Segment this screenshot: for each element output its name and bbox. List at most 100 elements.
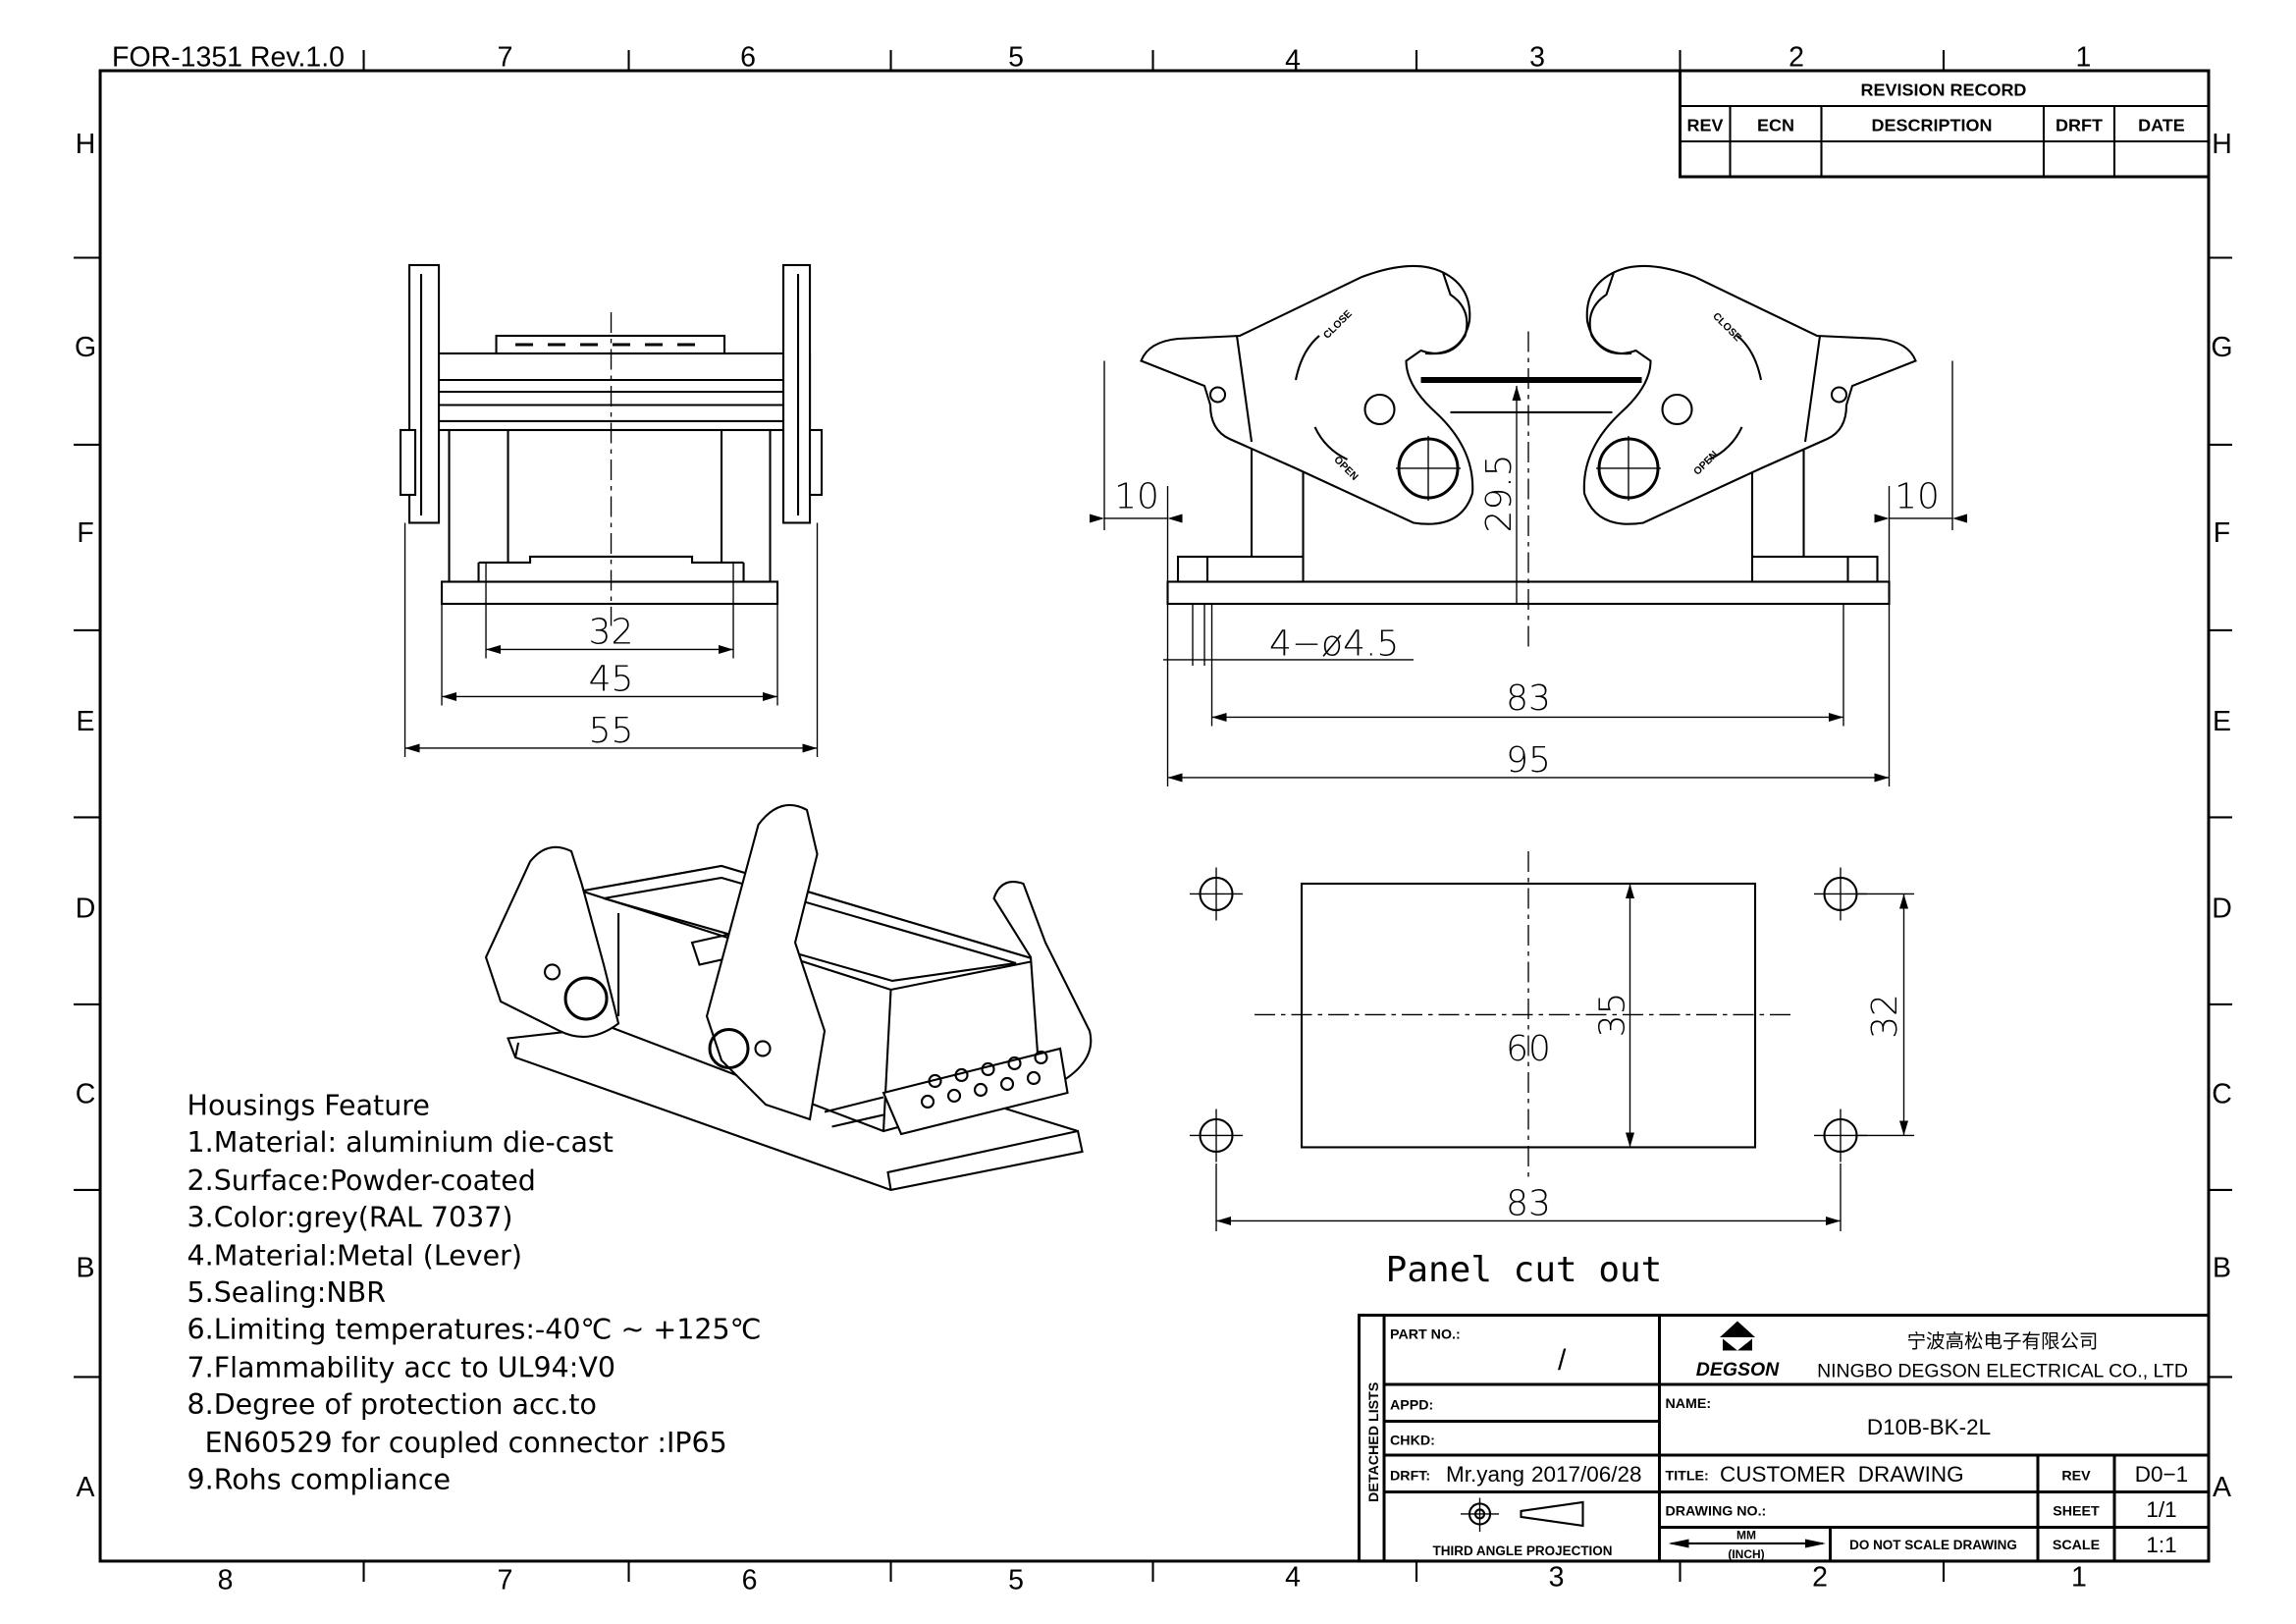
svg-text:DEGSON: DEGSON — [1696, 1359, 1780, 1380]
features-title: Housings Feature — [187, 1089, 430, 1121]
dim-32: 32 — [589, 612, 634, 652]
svg-text:PART NO.:: PART NO.: — [1390, 1326, 1461, 1342]
svg-text:E: E — [77, 706, 95, 737]
svg-text:5: 5 — [1008, 41, 1024, 73]
third-angle-projection-symbol — [1461, 1497, 1584, 1532]
feature-item: 2.Surface:Powder-coated — [187, 1164, 536, 1197]
svg-text:4: 4 — [1285, 1561, 1301, 1593]
zone-ticks — [74, 49, 2232, 1582]
col-description: DESCRIPTION — [1872, 115, 1993, 135]
feature-item: 8.Degree of protection acc.to — [187, 1388, 597, 1421]
housing-features: Housings Feature 1.Material: aluminium d… — [187, 1089, 762, 1495]
svg-text:G: G — [2211, 332, 2232, 363]
drafter: Mr.yang — [1446, 1462, 1524, 1487]
bottom-column-labels: 8 7 6 5 4 3 2 1 — [218, 1561, 2087, 1596]
part-no-value: / — [1558, 1344, 1567, 1377]
svg-text:3: 3 — [1529, 41, 1545, 73]
svg-text:D: D — [76, 893, 96, 924]
svg-text:SCALE: SCALE — [2053, 1538, 2100, 1553]
dim-right-10: 10 — [1895, 476, 1940, 516]
col-ecn: ECN — [1757, 115, 1794, 135]
svg-text:DO NOT SCALE DRAWING: DO NOT SCALE DRAWING — [1849, 1538, 2017, 1552]
dim-55: 55 — [589, 711, 634, 751]
sheet-value: 1/1 — [2146, 1497, 2176, 1522]
feature-item: 3.Color:grey(RAL 7037) — [187, 1201, 513, 1233]
svg-text:C: C — [76, 1078, 96, 1110]
svg-text:5: 5 — [1008, 1564, 1024, 1596]
svg-text:SHEET: SHEET — [2053, 1503, 2100, 1519]
svg-text:1: 1 — [2076, 41, 2092, 73]
dim-45: 45 — [589, 659, 634, 699]
svg-text:C: C — [2212, 1078, 2232, 1110]
isometric-view — [484, 804, 1093, 1192]
dim-83: 83 — [1506, 678, 1551, 719]
rev-value: D0−1 — [2135, 1462, 2188, 1487]
svg-text:7: 7 — [498, 1564, 513, 1596]
row-labels-left: H G F E D C B A — [75, 129, 96, 1503]
row-labels-right: H G F E D C B A — [2211, 129, 2232, 1503]
svg-text:DRFT:: DRFT: — [1390, 1468, 1430, 1484]
svg-text:4: 4 — [1285, 44, 1301, 76]
dim-holes: 4−ø4.5 — [1269, 623, 1399, 664]
feature-item: 1.Material: aluminium die-cast — [187, 1126, 614, 1159]
panel-cutout-label: Panel cut out — [1386, 1250, 1663, 1290]
svg-text:A: A — [77, 1472, 95, 1503]
feature-item: 7.Flammability acc to UL94:V0 — [187, 1351, 615, 1383]
dim-60: 60 — [1506, 1029, 1551, 1069]
svg-text:A: A — [2213, 1472, 2231, 1503]
svg-text:H: H — [2212, 129, 2232, 160]
degson-logo: DEGSON — [1696, 1321, 1780, 1380]
part-name: D10B-BK-2L — [1867, 1415, 1991, 1439]
panel-cutout-view: 60 35 32 83 Panel cut out — [1190, 850, 1915, 1290]
side-view: CLOSE OPEN CLOSE OPEN 29.5 10 10 4−ø4.5 — [1090, 264, 1967, 786]
right-lever — [1582, 264, 1917, 525]
svg-text:F: F — [2214, 517, 2230, 549]
top-column-labels: 7 6 5 4 3 2 1 — [498, 41, 2092, 76]
front-view: 32 45 55 — [399, 263, 824, 757]
dim-83-panel: 83 — [1506, 1183, 1551, 1223]
svg-text:CHKD:: CHKD: — [1390, 1433, 1435, 1448]
scale-value: 1:1 — [2146, 1533, 2176, 1557]
left-lever: CLOSE OPEN — [1140, 264, 1474, 525]
svg-text:B: B — [77, 1252, 95, 1283]
col-date: DATE — [2138, 115, 2185, 135]
feature-item: 4.Material:Metal (Lever) — [187, 1239, 522, 1272]
form-id: FOR-1351 Rev.1.0 — [112, 41, 345, 73]
svg-text:3: 3 — [1549, 1561, 1565, 1593]
svg-text:H: H — [76, 129, 96, 160]
title-block: DETACHED LISTS PART NO.: / APPD: CHKD: D… — [1358, 1313, 2211, 1563]
feature-item: 6.Limiting temperatures:-40℃ ~ +125℃ — [187, 1313, 762, 1345]
svg-text:MM: MM — [1736, 1528, 1756, 1542]
svg-text:F: F — [77, 517, 93, 549]
revision-record-table: REVISION RECORD REV ECN DESCRIPTION DRFT… — [1679, 69, 2211, 179]
svg-text:(INCH): (INCH) — [1728, 1547, 1764, 1561]
svg-text:6: 6 — [740, 41, 756, 73]
detached-lists-label: DETACHED LISTS — [1366, 1382, 1382, 1502]
svg-text:6: 6 — [742, 1564, 758, 1596]
col-drft: DRFT — [2056, 115, 2103, 135]
svg-text:1: 1 — [2071, 1561, 2087, 1593]
col-rev: REV — [1687, 115, 1724, 135]
svg-text:NAME:: NAME: — [1666, 1396, 1712, 1412]
svg-text:2: 2 — [1789, 41, 1804, 73]
svg-text:G: G — [75, 332, 96, 363]
dim-35: 35 — [1593, 993, 1633, 1038]
feature-item: EN60529 for coupled connector :IP65 — [187, 1427, 727, 1459]
draft-date: 2017/06/28 — [1531, 1462, 1642, 1487]
svg-text:D: D — [2212, 893, 2232, 924]
svg-text:DRAWING NO.:: DRAWING NO.: — [1666, 1503, 1767, 1519]
company-name-cn: 宁波高松电子有限公司 — [1907, 1330, 2099, 1352]
mounting-holes — [1190, 867, 1868, 1163]
svg-text:TITLE:: TITLE: — [1666, 1468, 1709, 1484]
dim-29-5: 29.5 — [1479, 454, 1520, 532]
drawing-title: CUSTOMER DRAWING — [1720, 1462, 1964, 1487]
svg-text:APPD:: APPD: — [1390, 1397, 1433, 1413]
feature-item: 5.Sealing:NBR — [187, 1276, 386, 1309]
revision-record-title: REVISION RECORD — [1861, 80, 2027, 99]
dim-left-10: 10 — [1114, 476, 1159, 516]
svg-text:E: E — [2213, 706, 2231, 737]
company-name-en: NINGBO DEGSON ELECTRICAL CO., LTD — [1817, 1360, 2188, 1381]
feature-item: 9.Rohs compliance — [187, 1463, 452, 1495]
svg-text:B: B — [2213, 1252, 2231, 1283]
